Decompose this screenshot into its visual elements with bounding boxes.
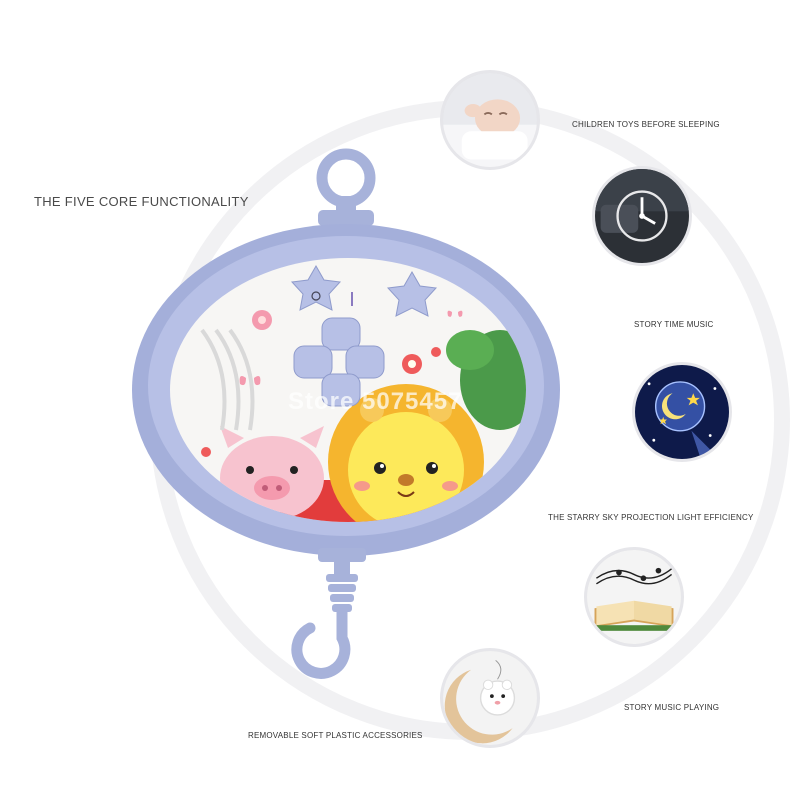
lion-character	[328, 384, 484, 522]
feature-thumb-music-book	[584, 547, 684, 647]
store-watermark: Store 5075457	[288, 388, 463, 415]
bottom-hook	[291, 548, 366, 679]
feature-label-sleeping: CHILDREN TOYS BEFORE SLEEPING	[572, 120, 720, 129]
music-book-icon	[587, 550, 681, 644]
page-headline: THE FIVE CORE FUNCTIONALITY	[34, 194, 249, 209]
feature-thumb-clock	[592, 166, 692, 266]
feature-label-accessories: REMOVABLE SOFT PLASTIC ACCESSORIES	[248, 731, 423, 740]
control-buttons	[290, 264, 438, 407]
moon-bear-icon	[443, 651, 537, 745]
feature-label-story-time: STORY TIME MUSIC	[634, 320, 714, 329]
feature-thumb-starry	[632, 362, 732, 462]
feature-label-story-music: STORY MUSIC PLAYING	[624, 703, 720, 712]
feature-thumb-accessories	[440, 648, 540, 748]
feature-label-starry-sky: THE STARRY SKY PROJECTION LIGHT EFFICIEN…	[548, 513, 754, 522]
feature-thumb-sleeping	[440, 70, 540, 170]
hanging-ring	[316, 148, 376, 226]
